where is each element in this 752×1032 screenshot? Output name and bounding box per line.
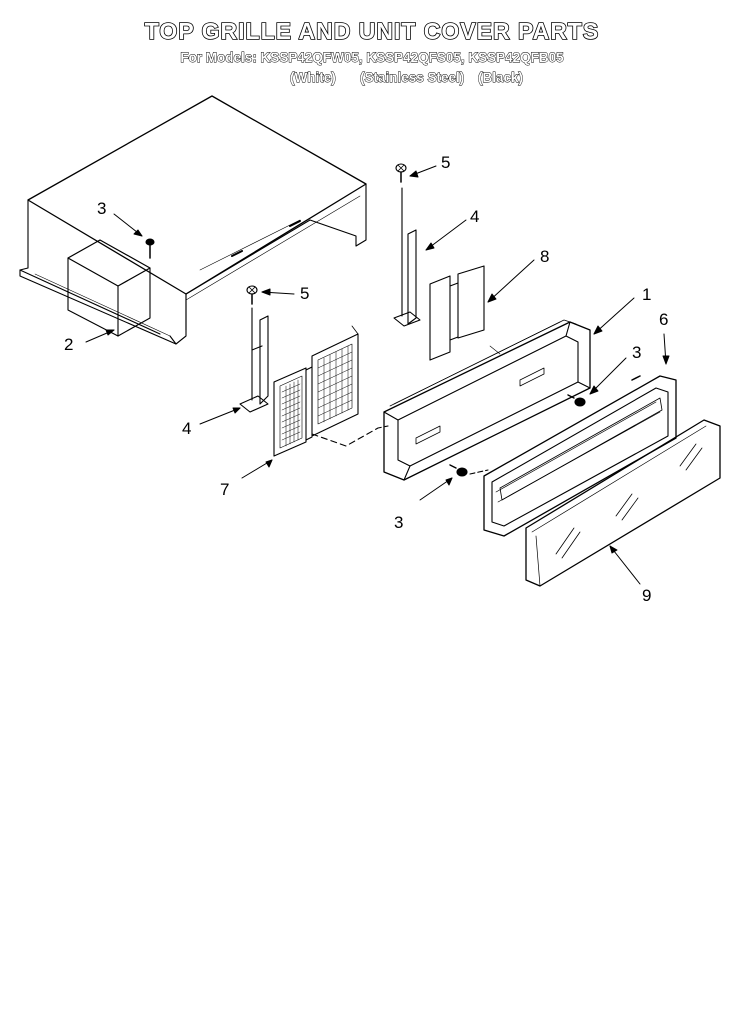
callout-6: 6 bbox=[659, 310, 668, 329]
part-8-side-panel bbox=[429, 265, 485, 361]
leader-arrows bbox=[85, 165, 670, 585]
finish-white: (White) bbox=[290, 70, 337, 86]
finish-stainless: (Stainless Steel) bbox=[360, 70, 465, 86]
part-5-screw-left bbox=[246, 285, 258, 305]
callout-5-left: 5 bbox=[300, 284, 309, 303]
part-4-bracket-right bbox=[393, 187, 421, 327]
part-3-screw-right bbox=[567, 394, 586, 407]
part-7-grille bbox=[273, 325, 389, 457]
callout-7: 7 bbox=[220, 480, 229, 499]
finish-black: (Black) bbox=[478, 70, 524, 86]
callout-3-top: 3 bbox=[97, 199, 106, 218]
models-line: For Models: KSSP42QFW05, KSSP42QFS05, KS… bbox=[180, 50, 564, 66]
callout-4-right: 4 bbox=[470, 207, 479, 226]
part-4-bracket-left bbox=[239, 307, 269, 413]
callout-5-right: 5 bbox=[441, 153, 450, 172]
callout-numbers: 1 2 3 3 3 4 4 5 5 6 7 8 9 bbox=[64, 153, 668, 605]
callout-3-right: 3 bbox=[632, 343, 641, 362]
callout-8: 8 bbox=[540, 247, 549, 266]
part-6-front-panel bbox=[483, 375, 677, 537]
part-5-screw-right bbox=[395, 163, 407, 183]
callout-9: 9 bbox=[642, 586, 651, 605]
part-2-control-box bbox=[67, 239, 151, 337]
callout-3-bottom: 3 bbox=[394, 513, 403, 532]
callout-4-left: 4 bbox=[182, 419, 191, 438]
diagram-title: TOP GRILLE AND UNIT COVER PARTS bbox=[144, 17, 600, 45]
part-1-trim-frame bbox=[383, 319, 591, 481]
part-3-screw-top bbox=[145, 238, 155, 259]
callout-2: 2 bbox=[64, 335, 73, 354]
part-3-screw-bottom bbox=[449, 464, 468, 477]
unit-cover bbox=[19, 95, 367, 345]
part-9-glass-panel bbox=[525, 419, 721, 587]
callout-1: 1 bbox=[642, 285, 651, 304]
